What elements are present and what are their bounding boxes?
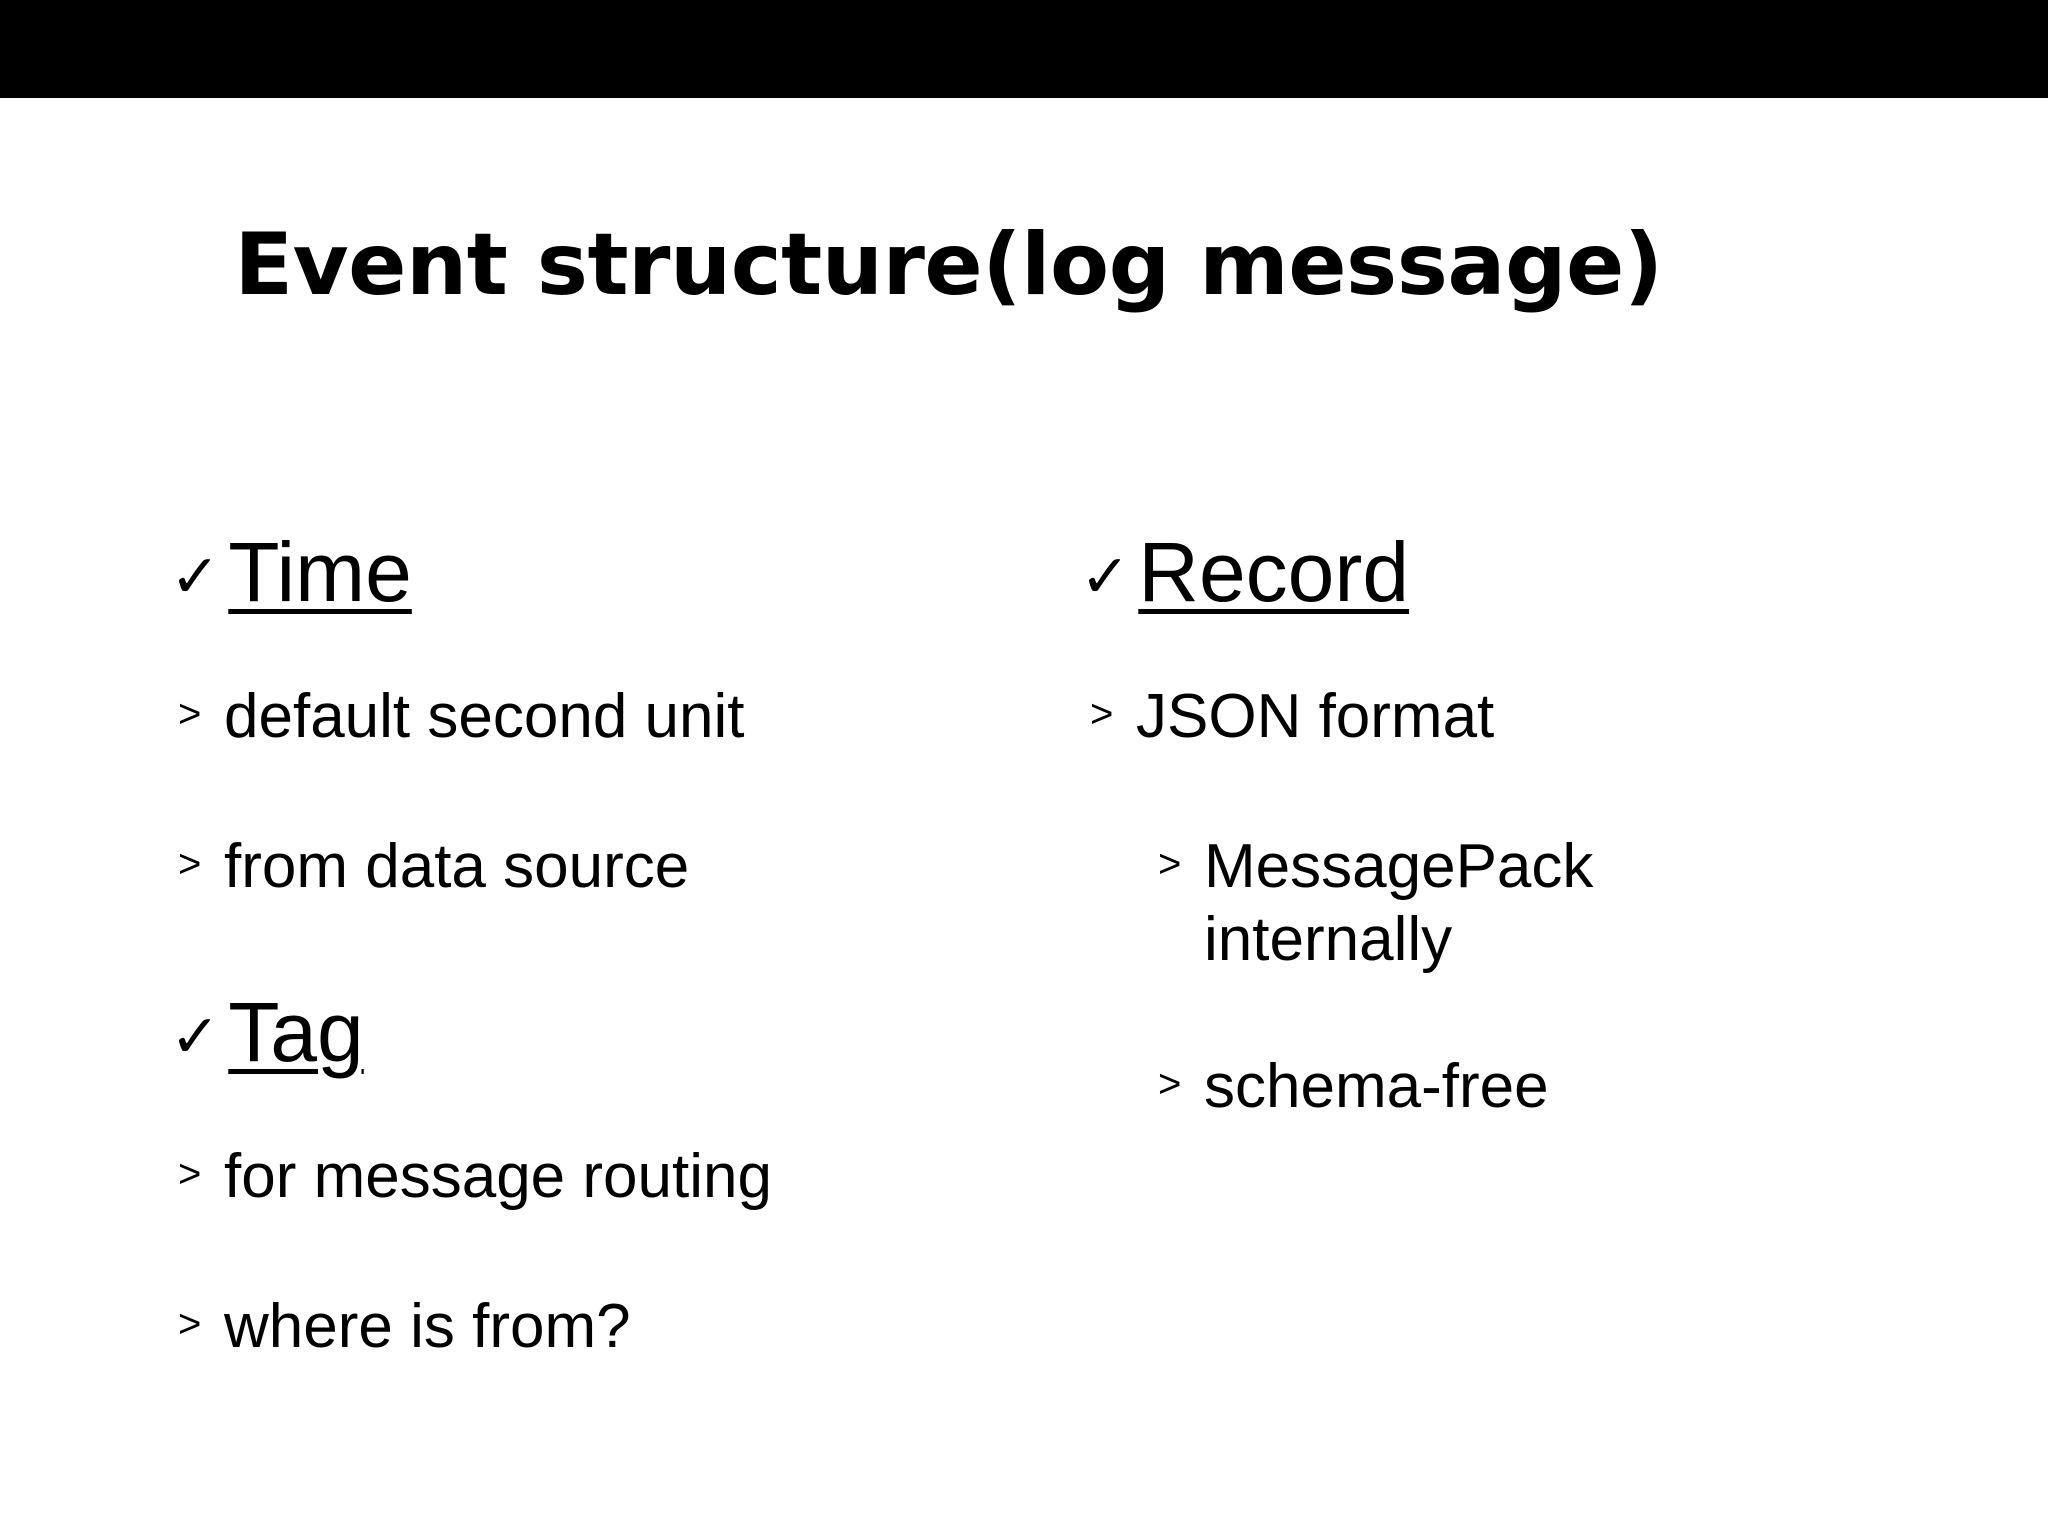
list-item-label: where is from?	[224, 1292, 631, 1361]
list-item: > MessagePack internally	[1158, 830, 1628, 976]
list-item-label: MessagePack internally	[1204, 832, 1594, 975]
chevron-right-icon: >	[178, 842, 202, 886]
list-item: > from data source	[178, 830, 689, 903]
check-icon: ✓	[1080, 542, 1131, 612]
list-item: > JSON format	[1090, 680, 1494, 753]
chevron-right-icon: >	[1158, 842, 1182, 886]
list-item: > default second unit	[178, 680, 745, 753]
list-item: > where is from?	[178, 1290, 631, 1363]
list-item-label: schema-free	[1204, 1052, 1549, 1121]
chevron-right-icon: >	[178, 1302, 202, 1346]
check-icon: ✓	[170, 542, 221, 612]
chevron-right-icon: >	[178, 1152, 202, 1196]
section-heading-label: Time	[228, 525, 412, 619]
list-item-label: default second unit	[224, 682, 745, 751]
section-heading-tag: ✓ Tag	[170, 990, 364, 1074]
list-item-label: from data source	[224, 832, 690, 901]
page-title: Event structure(log message)	[234, 215, 1663, 315]
list-item: > for message routing	[178, 1140, 772, 1213]
chevron-right-icon: >	[178, 692, 202, 736]
section-heading-time: ✓ Time	[170, 530, 412, 614]
list-item-label: for message routing	[224, 1142, 772, 1211]
chevron-right-icon: >	[1158, 1062, 1182, 1106]
list-item-label: JSON format	[1136, 682, 1495, 751]
chevron-right-icon: >	[1090, 692, 1114, 736]
slide-body: ✓ Time > default second unit > from data…	[0, 530, 2048, 1490]
top-black-band	[0, 0, 2048, 98]
section-heading-label: Tag	[228, 985, 364, 1079]
list-item: > schema-free	[1158, 1050, 1549, 1123]
section-heading-label: Record	[1138, 525, 1410, 619]
section-heading-record: ✓ Record	[1080, 530, 1409, 614]
check-icon: ✓	[170, 1002, 221, 1072]
